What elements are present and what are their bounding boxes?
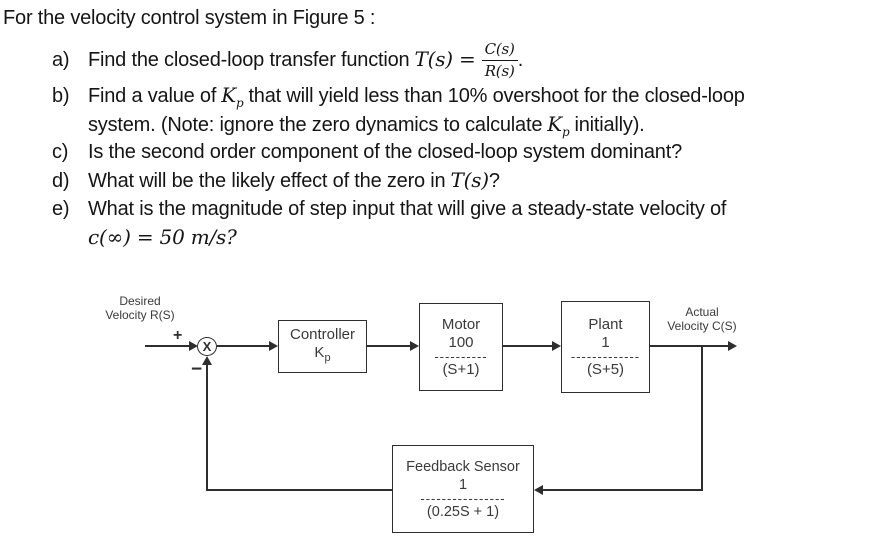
question-b-label: b): [52, 85, 70, 107]
question-a-period: .: [517, 49, 524, 71]
question-e-line2: c(∞) = 50 m/s?: [88, 225, 237, 249]
question-a: a) Find the closed-loop transfer function…: [52, 36, 523, 83]
question-e: e) What is the magnitude of step input th…: [52, 196, 726, 222]
feedback-numerator: 1: [458, 476, 468, 493]
motor-denominator: (S+1): [442, 360, 480, 378]
question-b-post: that will yield less than 10% overshoot …: [248, 85, 745, 107]
question-d-label: d): [52, 170, 70, 192]
actual-velocity-line2: Velocity C(S): [667, 319, 737, 333]
motor-to-plant-line: [503, 345, 553, 347]
input-line: [145, 345, 190, 347]
motor-arrowhead-icon: [410, 341, 419, 351]
question-d-post: ?: [488, 170, 500, 192]
plant-arrowhead-icon: [552, 341, 561, 351]
feedback-sensor-block: Feedback Sensor 1 ---------------- (0.25…: [392, 445, 534, 533]
feedback-title: Feedback Sensor: [406, 458, 520, 475]
summer-feedback-arrowhead-icon: [202, 356, 212, 365]
kp-symbol: Kp: [221, 83, 244, 110]
plant-title: Plant: [588, 315, 623, 333]
question-b2-pre: system. (Note: ignore the zero dynamics …: [88, 114, 543, 136]
question-a-text: Find the closed-loop transfer function: [88, 49, 410, 71]
input-arrowhead-icon: [189, 341, 198, 351]
question-c-label: c): [52, 141, 69, 163]
desired-velocity-line1: Desired: [119, 294, 161, 308]
question-e-label: e): [52, 198, 70, 220]
motor-fraction-bar: ----------: [434, 348, 488, 364]
feedback-fraction-bar: ----------------: [420, 490, 506, 506]
controller-to-motor-line: [367, 345, 411, 347]
controller-gain-sub: p: [324, 352, 331, 364]
summer-to-controller-line: [217, 345, 270, 347]
controller-arrowhead-icon: [269, 341, 278, 351]
output-line: [650, 345, 729, 347]
desired-velocity-line2: Velocity R(S): [105, 308, 175, 322]
kp-symbol-2: Kp: [547, 112, 570, 139]
plant-fraction-bar: -------------: [570, 348, 641, 364]
feedback-denominator: (0.25S + 1): [426, 503, 500, 520]
fraction-denominator: R(s): [484, 62, 515, 81]
question-a-label: a): [52, 49, 70, 71]
question-b-pre: Find a value of: [88, 85, 217, 107]
question-c-text: Is the second order component of the clo…: [88, 141, 683, 163]
actual-velocity-line1: Actual: [685, 305, 719, 319]
plant-block: Plant 1 ------------- (S+5): [561, 301, 650, 393]
controller-title: Controller: [289, 326, 356, 343]
plant-denominator: (S+5): [586, 360, 625, 378]
motor-block: Motor 100 ---------- (S+1): [419, 303, 503, 391]
feedback-left-line: [206, 489, 392, 491]
motor-title: Motor: [441, 315, 481, 333]
minus-sign: −: [191, 359, 203, 380]
output-arrowhead-icon: [728, 341, 737, 351]
feedback-right-line: [543, 489, 703, 491]
transfer-function-fraction: C(s)R(s): [481, 40, 518, 81]
takeoff-vertical-line: [701, 346, 703, 491]
actual-velocity-label: Actual Velocity C(S): [652, 305, 752, 333]
question-a-math: T(s) =: [414, 47, 476, 71]
question-b2-post: initially).: [574, 114, 645, 136]
feedback-arrowhead-icon: [534, 485, 543, 495]
kp-k-2: K: [547, 112, 562, 136]
desired-velocity-label: Desired Velocity R(S): [90, 294, 190, 322]
plant-numerator: 1: [601, 333, 610, 351]
plus-sign: +: [173, 327, 183, 344]
controller-block: Controller Kp: [278, 320, 367, 373]
summing-junction: X: [197, 337, 217, 356]
fraction-numerator: C(s): [481, 40, 518, 62]
question-d: d) What will be the likely effect of the …: [52, 167, 500, 194]
question-b-line2: system. (Note: ignore the zero dynamics …: [88, 111, 645, 145]
question-d-pre: What will be the likely effect of the ze…: [88, 170, 446, 192]
kp-sub: p: [235, 96, 244, 110]
question-d-math: T(s): [450, 168, 489, 192]
controller-gain: Kp: [314, 344, 330, 367]
question-e-text: What is the magnitude of step input that…: [88, 198, 727, 220]
motor-numerator: 100: [448, 333, 474, 351]
intro-line: For the velocity control system in Figur…: [3, 7, 376, 29]
kp-sub-2: p: [562, 125, 570, 139]
kp-k: K: [221, 83, 236, 107]
controller-gain-k: K: [314, 344, 325, 361]
feedback-vertical-line: [206, 365, 208, 491]
question-c: c) Is the second order component of the c…: [52, 139, 682, 165]
